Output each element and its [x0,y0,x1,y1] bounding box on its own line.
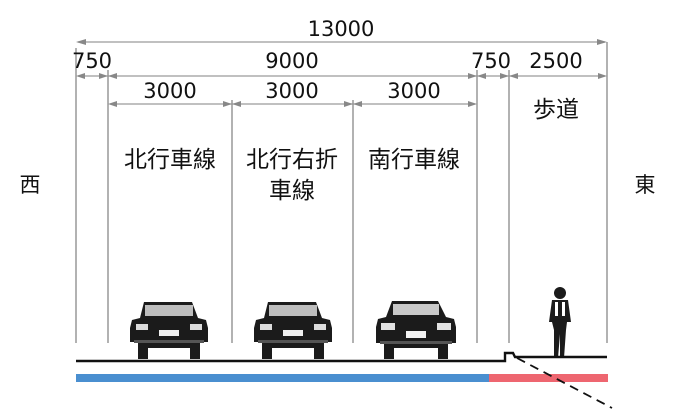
roadway-extent-bar [76,374,489,382]
dimension-row-2: 750 9000 750 2500 [72,49,607,79]
arrow-head [76,39,86,45]
car-icon [254,302,332,359]
lane-label-right-turn-line-2: 車線 [269,178,315,204]
dim-label-sidewalk: 2500 [529,49,582,73]
arrow-head [468,73,477,79]
dim-label-carriageway: 9000 [265,49,318,73]
arrow-head [477,73,486,79]
car-icon [376,301,456,359]
arrow-head [232,101,241,107]
dim-label-right-shoulder: 750 [471,49,511,73]
dim-label-left-shoulder: 750 [72,49,112,73]
dimension-total: 13000 [76,17,607,45]
dim-label-total: 13000 [308,17,375,41]
dim-label-lane-3: 3000 [387,79,440,103]
arrow-head [76,73,85,79]
arrow-head [468,101,477,107]
dim-label-lane-2: 3000 [265,79,318,103]
arrow-head [108,101,117,107]
sidewalk-extent-bar [489,374,608,382]
arrow-head [344,101,353,107]
arrow-head [99,73,108,79]
arrow-head [108,73,117,79]
arrow-head [598,73,607,79]
lane-label-southbound: 南行車線 [368,147,460,173]
reference-lines [75,42,608,343]
lane-label-sidewalk: 歩道 [533,97,579,123]
arrow-head [500,73,509,79]
arrow-head [597,39,607,45]
direction-label-east: 東 [635,173,656,197]
arrow-head [353,101,362,107]
direction-label-west: 西 [20,173,41,197]
dimension-lanes: 3000 3000 3000 [108,79,477,107]
lane-label-northbound: 北行車線 [124,147,216,173]
lane-label-right-turn-line-1: 北行右折 [246,147,338,173]
pedestrian-icon [549,287,571,358]
arrow-head [509,73,518,79]
dim-label-lane-1: 3000 [143,79,196,103]
road-surface [76,351,607,363]
dashed-guide-line [516,357,613,409]
car-icon [130,302,208,359]
arrow-head [223,101,232,107]
